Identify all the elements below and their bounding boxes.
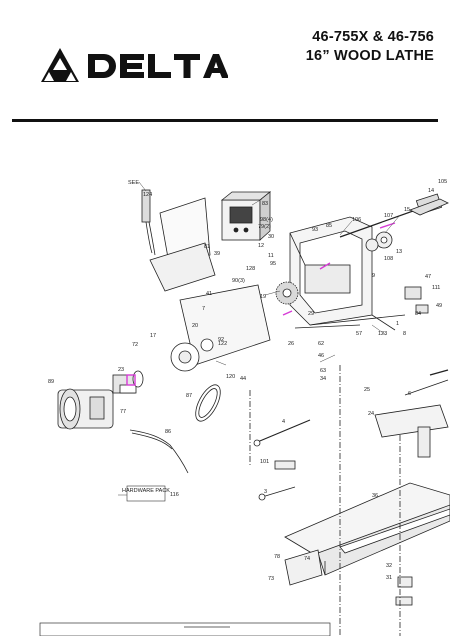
callout-29: 29 [308,311,314,317]
callout-74: 74 [304,556,310,562]
callout-3: 3 [264,489,267,495]
callout-116: 116 [170,492,179,498]
callout-44: 44 [240,376,246,382]
callout-9: 9 [372,273,375,279]
callout-34: 34 [320,376,326,382]
callout-83: 83 [262,201,268,207]
callout-32: 32 [386,563,392,569]
product-name: 16” WOOD LATHE [305,48,434,64]
part-number-callouts: SEE 124 83 98(4) 79(2) 30 12 11 93 95 85… [48,179,447,582]
callout-77: 77 [120,409,126,415]
callout-17: 17 [150,333,156,339]
callout-15: 15 [404,207,410,213]
callout-49: 49 [436,303,442,309]
callout-12: 12 [258,243,264,249]
delta-logo [38,46,229,86]
callout-111: 111 [432,285,440,291]
callout-63: 63 [320,368,326,374]
callout-108: 108 [384,256,393,262]
delta-triangle-icon [41,48,229,82]
callout-6: 6 [408,391,411,397]
callout-81: 81 [204,244,210,250]
exploded-parts-diagram: HARDWARE PACK SEE 124 83 98(4) 79(2) 30 … [0,165,450,636]
callout-78: 78 [274,554,280,560]
callout-73: 73 [268,576,274,582]
callout-47: 47 [425,274,431,280]
callout-105: 105 [438,179,447,185]
lathe-exploded-view: HARDWARE PACK SEE 124 83 98(4) 79(2) 30 … [39,179,450,636]
title-block: 46-755X & 46-756 16” WOOD LATHE [306,28,434,66]
callout-7: 7 [202,306,205,312]
callout-93: 93 [312,227,318,233]
model-number: 46-755X & 46-756 [312,29,434,45]
callout-95: 95 [270,261,276,267]
callout-124: 124 [143,192,152,198]
hardware-pack-label: HARDWARE PACK [122,488,170,494]
callout-89: 89 [48,379,54,385]
callout-128: 128 [246,266,255,272]
callout-4: 4 [282,419,285,425]
callout-120: 120 [226,374,235,380]
callout-101: 101 [260,459,269,465]
callout-92: 92 [218,337,224,343]
callout-see: SEE [128,180,139,186]
callout-39: 39 [214,251,220,257]
callout-107: 107 [384,213,393,219]
callout-8: 8 [403,331,406,337]
callout-23: 23 [118,367,124,373]
header-divider [12,119,438,122]
callout-79-2: 79(2) [258,224,271,230]
callout-30: 30 [268,234,274,240]
callout-86: 86 [165,429,171,435]
callout-14: 14 [428,188,434,194]
callout-84: 84 [415,311,421,317]
callout-98-4: 98(4) [260,217,273,223]
callout-72: 72 [132,342,138,348]
callout-90-3: 90(3) [232,278,245,284]
callout-122: 122 [218,341,227,347]
callout-62: 62 [318,341,324,347]
callout-13: 13 [396,249,402,255]
callout-25: 25 [364,387,370,393]
callout-85: 85 [326,223,332,229]
callout-57: 57 [356,331,362,337]
callout-24: 24 [368,411,374,417]
callout-41: 41 [206,291,212,297]
callout-36: 36 [372,493,378,499]
callout-123: 123 [378,331,387,337]
callout-106: 106 [352,217,361,223]
callout-87: 87 [186,393,192,399]
callout-1: 1 [396,321,399,327]
callout-46: 46 [318,353,324,359]
callout-20: 20 [192,323,198,329]
callout-19: 19 [260,294,266,300]
callout-26: 26 [288,341,294,347]
callout-11: 11 [268,253,274,259]
callout-31: 31 [386,575,392,581]
